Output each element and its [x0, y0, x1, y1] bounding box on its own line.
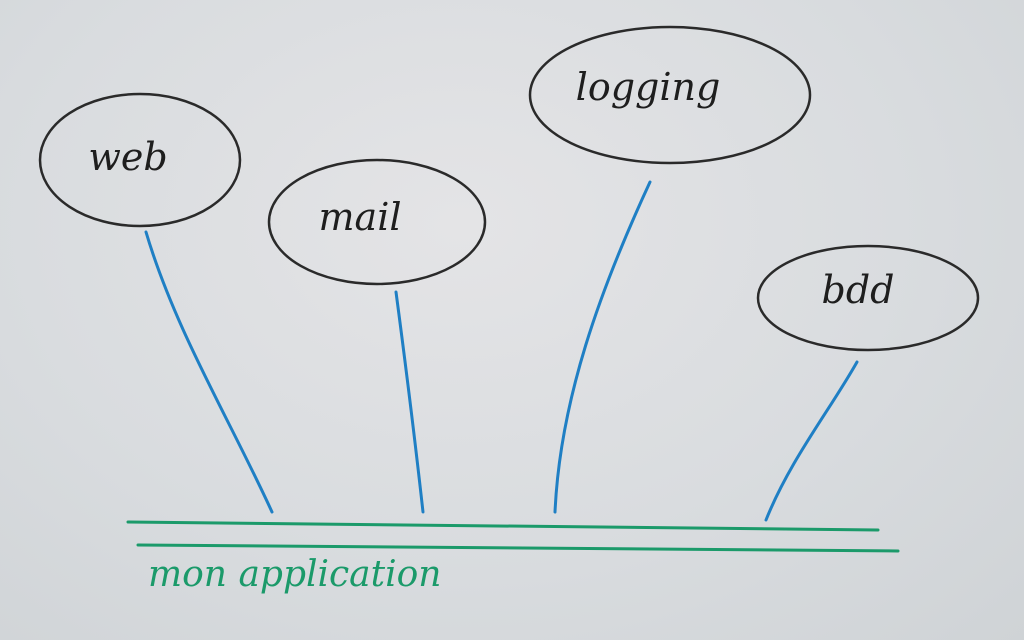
- base-line-bottom: [136, 543, 900, 553]
- module-bdd: bdd: [756, 244, 980, 352]
- module-web: web: [38, 92, 242, 228]
- base-line-top: [126, 520, 880, 532]
- base-label: mon application: [148, 554, 441, 595]
- module-mail: mail: [267, 158, 487, 286]
- connector-logging: [553, 180, 652, 514]
- connector-bdd: [764, 360, 859, 522]
- module-bdd-label: bdd: [822, 268, 895, 312]
- module-web-label: web: [88, 135, 167, 179]
- connector-mail: [394, 290, 425, 514]
- module-mail-label: mail: [319, 195, 402, 239]
- module-logging-label: logging: [576, 65, 721, 109]
- connector-web: [144, 230, 274, 514]
- module-logging: logging: [528, 25, 812, 165]
